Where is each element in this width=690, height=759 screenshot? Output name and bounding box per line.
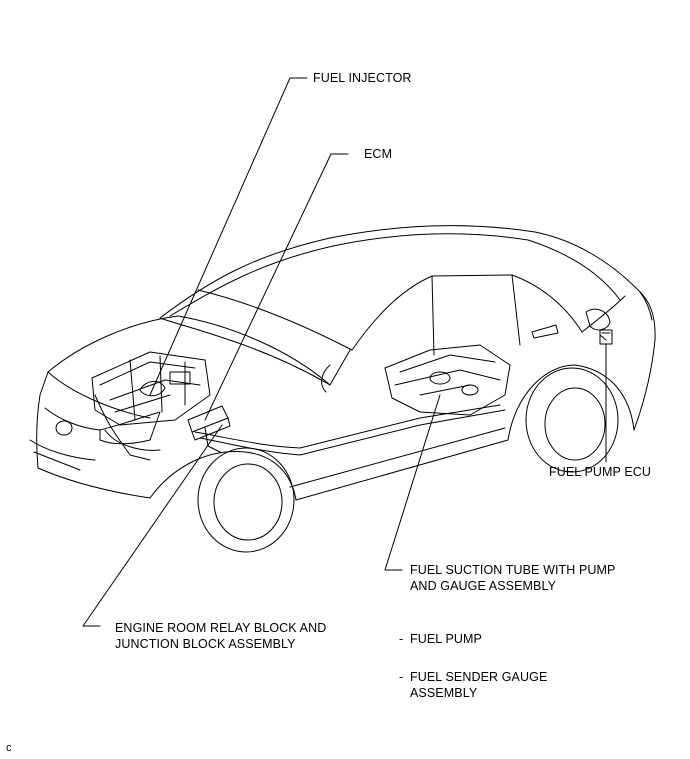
fuel-sender-gauge-label-line1: FUEL SENDER GAUGE <box>410 670 548 684</box>
fuel-pump-bullet: - <box>399 632 404 646</box>
fuel-injector-label: FUEL INJECTOR <box>313 71 412 85</box>
fuel-tank <box>384 344 511 416</box>
fuel-line-harness <box>194 404 506 456</box>
fuel-sender-bullet: - <box>399 670 404 684</box>
ecm-module <box>187 405 231 453</box>
fuel-pump-ecu-label: FUEL PUMP ECU <box>549 465 652 479</box>
engine-room-relay-label-line1: ENGINE ROOM RELAY BLOCK AND <box>115 621 327 635</box>
fuel-suction-tube-label-line1: FUEL SUCTION TUBE WITH PUMP <box>410 563 616 577</box>
leader-lines <box>82 77 607 627</box>
rear-wheel <box>525 367 619 473</box>
ecm-label: ECM <box>364 147 393 161</box>
fuel-suction-tube-label-line2: AND GAUGE ASSEMBLY <box>410 579 557 593</box>
front-wheel <box>197 447 295 553</box>
fuel-sender-gauge-label-line2: ASSEMBLY <box>410 686 478 700</box>
car-body <box>29 225 656 501</box>
engine-room-relay-label-line2: JUNCTION BLOCK ASSEMBLY <box>115 637 296 651</box>
fuel-pump-label: FUEL PUMP <box>410 632 482 646</box>
engine-assembly <box>91 351 211 461</box>
corner-mark: c <box>6 742 12 754</box>
